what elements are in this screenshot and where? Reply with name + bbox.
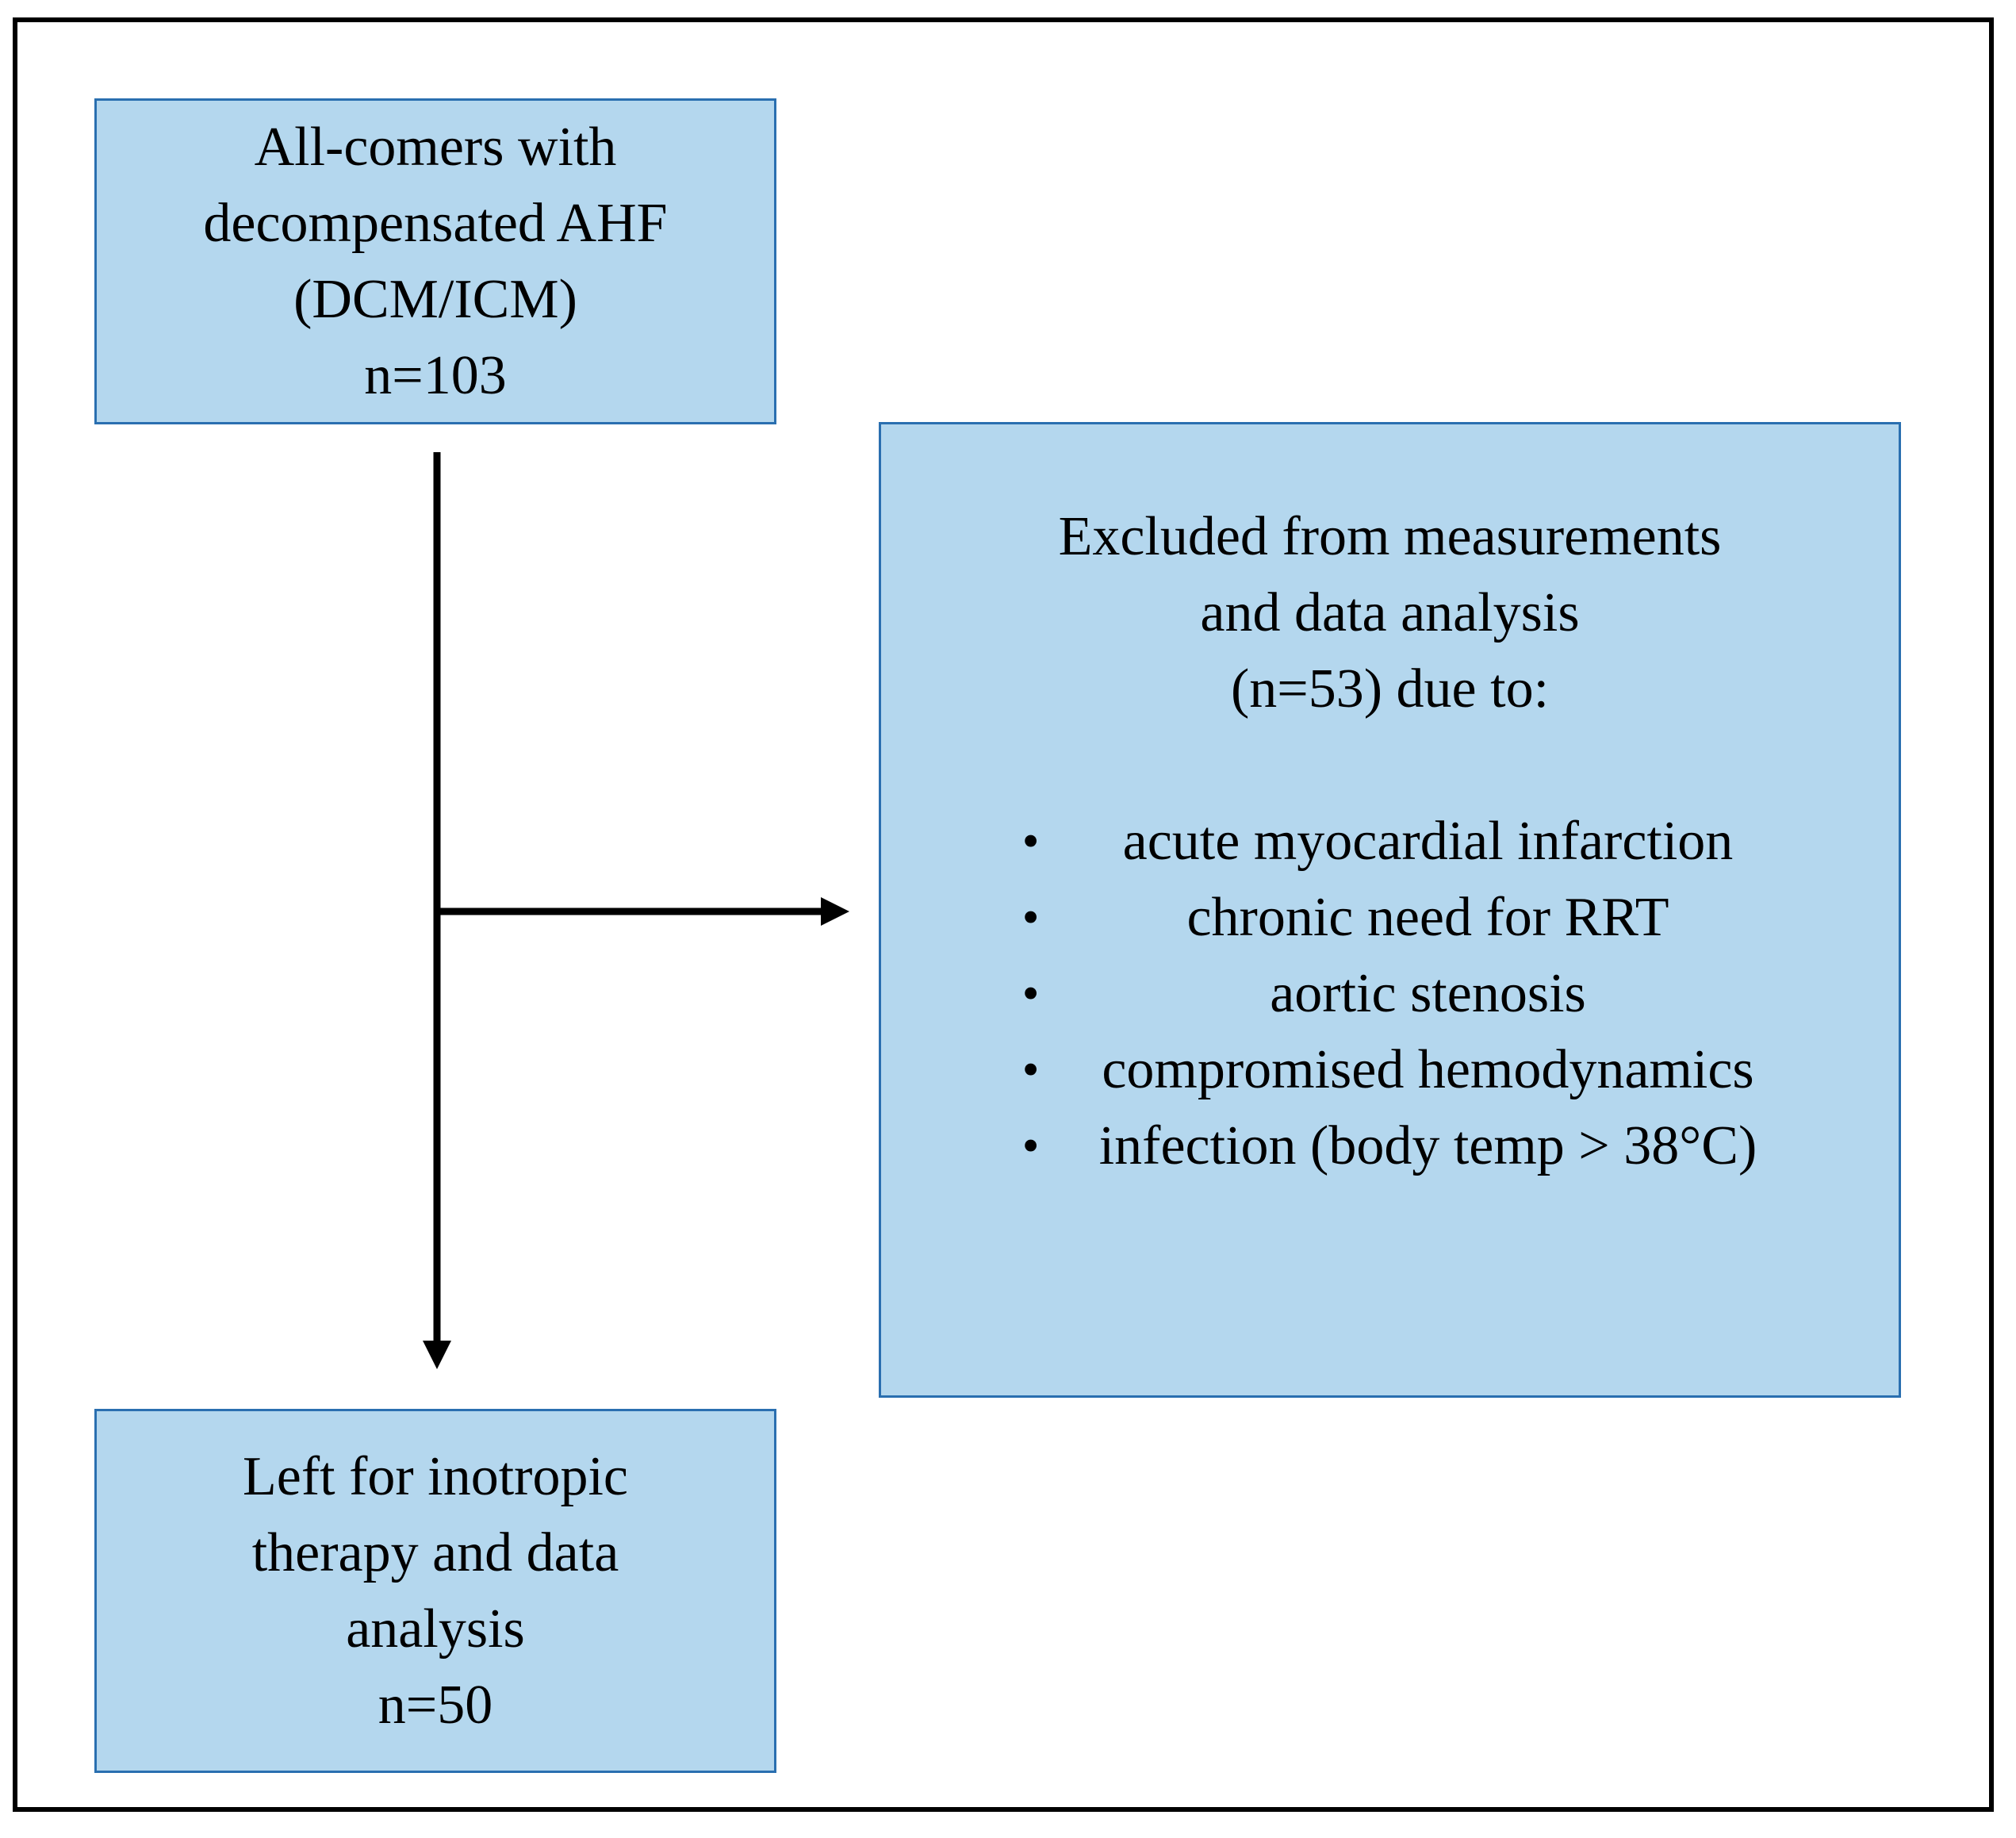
box-all-comers-line-2: decompensated AHF: [203, 192, 668, 254]
bullet-icon: •: [1021, 967, 1040, 1021]
exclusion-reason-text: aortic stenosis: [1270, 963, 1586, 1024]
box-excluded-count: (n=53) due to:: [1230, 658, 1550, 719]
bullet-icon: •: [1021, 891, 1040, 945]
box-left-for-therapy: Left for inotropic therapy and data anal…: [94, 1409, 776, 1773]
box-left-line-2: therapy and data: [251, 1521, 619, 1583]
box-all-comers-line-1: All-comers with: [254, 116, 617, 178]
figure-frame: [13, 17, 1994, 1812]
bullet-icon: •: [1021, 1119, 1040, 1173]
exclusion-reason: • infection (body temp > 38°C): [1022, 1108, 1757, 1184]
exclusion-reason: • chronic need for RRT: [1022, 880, 1757, 956]
exclusion-reason: • compromised hemodynamics: [1022, 1032, 1757, 1108]
exclusion-reason: • acute myocardial infarction: [1022, 804, 1757, 880]
exclusion-reason-text: acute myocardial infarction: [1122, 811, 1734, 872]
box-all-comers-count: n=103: [364, 344, 507, 406]
exclusion-reason-text: compromised hemodynamics: [1102, 1039, 1754, 1100]
exclusion-reason-text: infection (body temp > 38°C): [1098, 1115, 1757, 1176]
exclusion-reason: • aortic stenosis: [1022, 956, 1757, 1032]
exclusion-reason-text: chronic need for RRT: [1186, 887, 1669, 948]
box-left-line-3: analysis: [346, 1598, 525, 1660]
box-excluded: Excluded from measurements and data anal…: [879, 422, 1901, 1398]
bullet-icon: •: [1021, 815, 1040, 869]
box-left-count: n=50: [378, 1674, 493, 1736]
box-all-comers-line-3: (DCM/ICM): [293, 268, 577, 330]
bullet-icon: •: [1021, 1043, 1040, 1097]
box-excluded-line-2: and data analysis: [1200, 582, 1580, 643]
box-excluded-line-1: Excluded from measurements: [1058, 506, 1722, 567]
box-all-comers: All-comers with decompensated AHF (DCM/I…: [94, 98, 776, 424]
box-left-line-1: Left for inotropic: [243, 1445, 628, 1507]
exclusion-reasons-list: • acute myocardial infarction • chronic …: [1022, 804, 1757, 1184]
